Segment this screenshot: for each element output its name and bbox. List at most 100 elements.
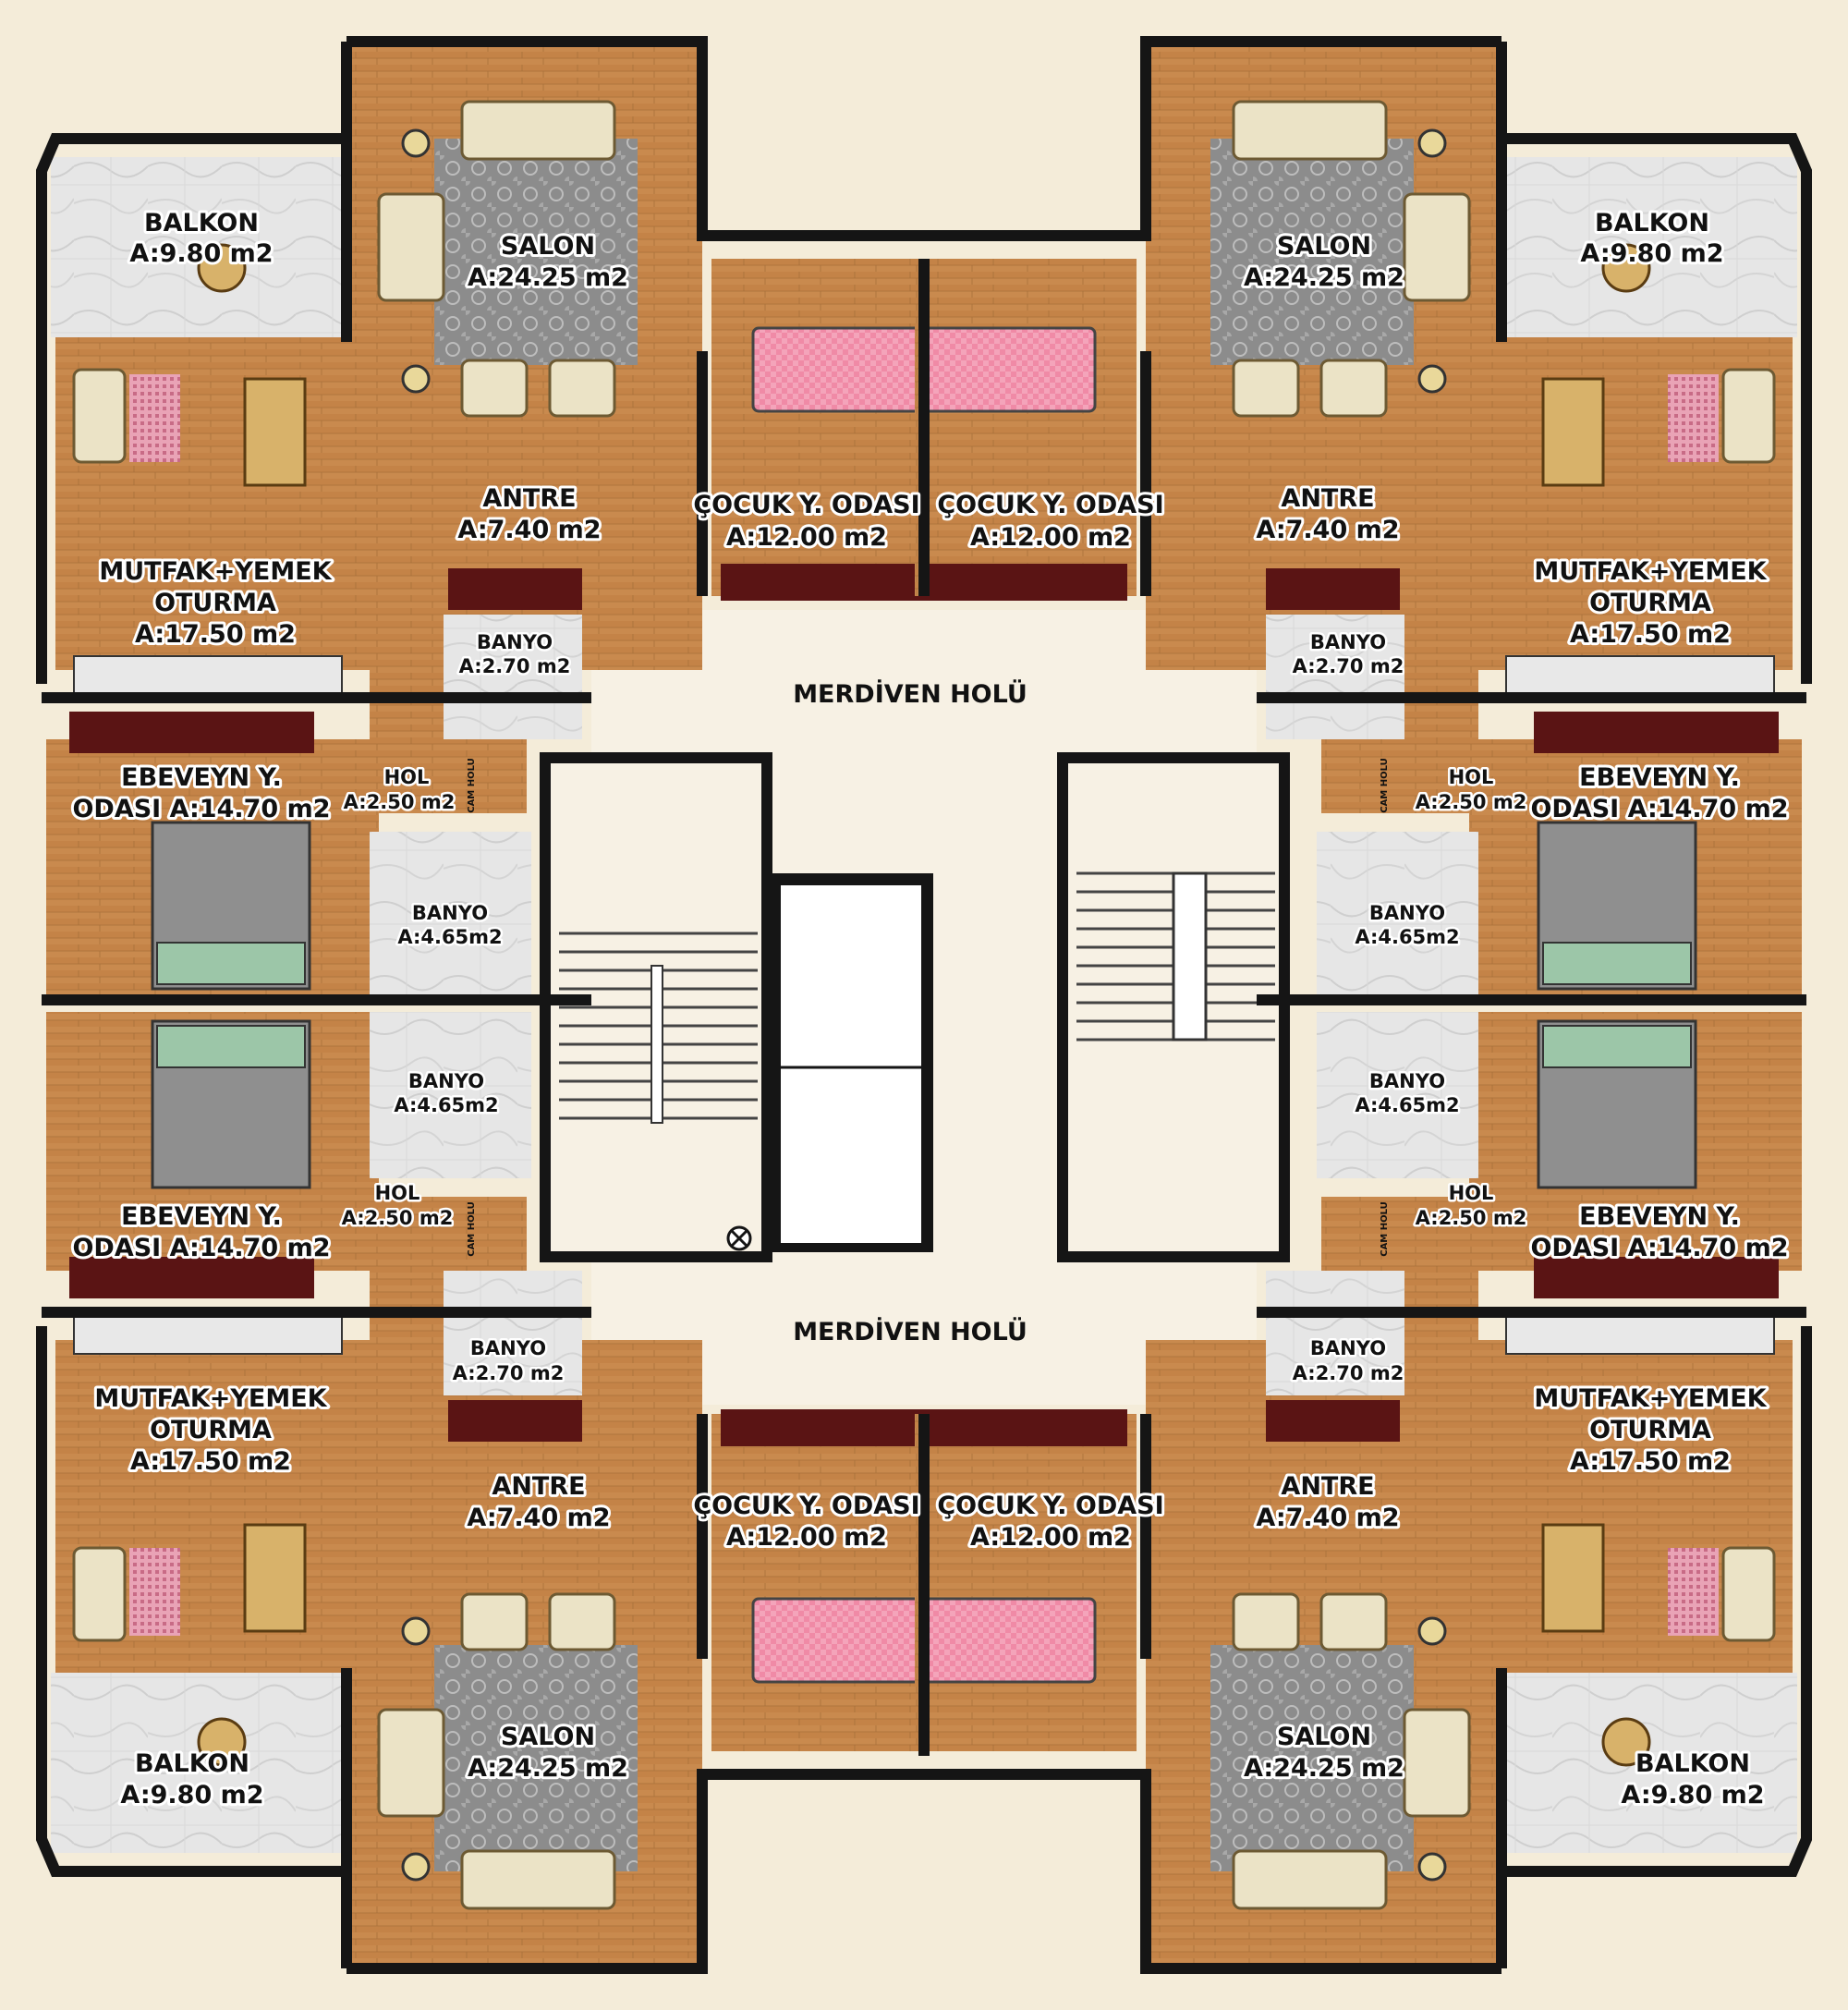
se-hol-name: HOL bbox=[1449, 1182, 1494, 1204]
ne-mutfak-name2: OTURMA bbox=[1589, 589, 1711, 617]
kitchen-counter bbox=[73, 655, 343, 694]
cam-holu-nw: CAM HOLU bbox=[467, 758, 477, 813]
balcony-table bbox=[197, 243, 247, 293]
child-cabinet bbox=[721, 564, 924, 601]
se-ebeveyn-name2: ODASI A:14.70 m2 bbox=[1530, 1234, 1788, 1262]
nw-banyo-small-name: BANYO bbox=[477, 631, 553, 653]
apartment-north-west bbox=[46, 46, 933, 998]
walls bbox=[36, 36, 1812, 1974]
rug-small bbox=[129, 374, 180, 462]
se-cocuk-name: ÇOCUK Y. ODASI bbox=[937, 1492, 1163, 1520]
cam-holu-ne: CAM HOLU bbox=[1380, 758, 1390, 813]
lamp bbox=[401, 128, 431, 158]
sw-banyo-small-name: BANYO bbox=[470, 1337, 546, 1359]
sw-antre-name: ANTRE bbox=[492, 1472, 585, 1501]
ne-hol-name: HOL bbox=[1449, 766, 1494, 788]
rug bbox=[434, 139, 638, 365]
ne-hol-area: A:2.50 m2 bbox=[1416, 791, 1527, 813]
sw-salon-area: A:24.25 m2 bbox=[468, 1754, 628, 1783]
bed-headboard bbox=[156, 942, 306, 985]
sw-salon-name: SALON bbox=[501, 1723, 595, 1751]
se-antre-name: ANTRE bbox=[1281, 1472, 1374, 1501]
hall-label-bottom: MERDİVEN HOLÜ bbox=[793, 1316, 1027, 1346]
nw-antre-name: ANTRE bbox=[482, 484, 576, 513]
nw-banyo-large-area: A:4.65m2 bbox=[397, 926, 502, 948]
bathroom-tile bbox=[444, 615, 582, 739]
sw-antre-area: A:7.40 m2 bbox=[467, 1504, 610, 1532]
se-ebeveyn-name1: EBEVEYN Y. bbox=[1579, 1202, 1740, 1231]
nw-antre-area: A:7.40 m2 bbox=[457, 516, 601, 544]
se-banyo-small-name: BANYO bbox=[1310, 1337, 1386, 1359]
nw-hol-name: HOL bbox=[384, 766, 430, 788]
cam-holu-se: CAM HOLU bbox=[1380, 1201, 1390, 1257]
sw-mutfak-area: A:17.50 m2 bbox=[130, 1447, 291, 1476]
hall-label-top: MERDİVEN HOLÜ bbox=[793, 678, 1027, 709]
ne-balkon-area: A:9.80 m2 bbox=[1580, 239, 1723, 268]
nw-salon-name: SALON bbox=[501, 232, 595, 261]
se-mutfak-name2: OTURMA bbox=[1589, 1416, 1711, 1444]
sw-mutfak-name1: MUTFAK+YEMEK bbox=[94, 1384, 327, 1413]
nw-mutfak-name1: MUTFAK+YEMEK bbox=[99, 557, 332, 586]
sw-hol-area: A:2.50 m2 bbox=[342, 1207, 454, 1229]
ne-banyo-large-area: A:4.65m2 bbox=[1355, 926, 1459, 948]
armchair bbox=[377, 192, 445, 302]
nw-mutfak-name2: OTURMA bbox=[154, 589, 276, 617]
ne-salon-area: A:24.25 m2 bbox=[1244, 263, 1404, 292]
nw-balkon-name: BALKON bbox=[144, 209, 259, 238]
se-banyo-large-name: BANYO bbox=[1369, 1070, 1445, 1092]
sw-balkon-name: BALKON bbox=[135, 1749, 249, 1778]
nw-mutfak-area: A:17.50 m2 bbox=[135, 620, 296, 649]
lamp bbox=[401, 364, 431, 394]
ne-mutfak-area: A:17.50 m2 bbox=[1570, 620, 1731, 649]
sw-cocuk-name: ÇOCUK Y. ODASI bbox=[693, 1492, 919, 1520]
ne-banyo-large-name: BANYO bbox=[1369, 902, 1445, 924]
ne-banyo-small-name: BANYO bbox=[1310, 631, 1386, 653]
sw-hol-name: HOL bbox=[375, 1182, 420, 1204]
sw-mutfak-name2: OTURMA bbox=[150, 1416, 272, 1444]
ne-cocuk-area: A:12.00 m2 bbox=[970, 523, 1131, 552]
se-mutfak-area: A:17.50 m2 bbox=[1570, 1447, 1731, 1476]
child-bed bbox=[751, 326, 926, 413]
nw-ebeveyn-name2: ODASI A:14.70 m2 bbox=[72, 795, 330, 823]
nw-salon-area: A:24.25 m2 bbox=[468, 263, 628, 292]
nw-balkon-area: A:9.80 m2 bbox=[129, 239, 273, 268]
sofa bbox=[460, 100, 616, 161]
se-salon-name: SALON bbox=[1277, 1723, 1371, 1751]
ne-ebeveyn-name1: EBEVEYN Y. bbox=[1579, 763, 1740, 792]
sw-banyo-large-area: A:4.65m2 bbox=[394, 1094, 498, 1116]
sw-ebeveyn-name1: EBEVEYN Y. bbox=[121, 1202, 282, 1231]
se-balkon-area: A:9.80 m2 bbox=[1621, 1781, 1764, 1809]
nw-banyo-large-name: BANYO bbox=[412, 902, 488, 924]
sw-balkon-area: A:9.80 m2 bbox=[120, 1781, 263, 1809]
nw-banyo-small-area: A:2.70 m2 bbox=[459, 655, 571, 677]
nw-cocuk-name: ÇOCUK Y. ODASI bbox=[693, 491, 919, 519]
ne-banyo-small-area: A:2.70 m2 bbox=[1293, 655, 1404, 677]
ne-balkon-name: BALKON bbox=[1595, 209, 1709, 238]
armchair bbox=[460, 359, 529, 418]
ne-ebeveyn-name2: ODASI A:14.70 m2 bbox=[1530, 795, 1788, 823]
ne-antre-area: A:7.40 m2 bbox=[1256, 516, 1399, 544]
ne-antre-name: ANTRE bbox=[1281, 484, 1374, 513]
se-hol-area: A:2.50 m2 bbox=[1416, 1207, 1527, 1229]
sw-ebeveyn-name2: ODASI A:14.70 m2 bbox=[72, 1234, 330, 1262]
se-banyo-large-area: A:4.65m2 bbox=[1355, 1094, 1459, 1116]
nw-ebeveyn-name1: EBEVEYN Y. bbox=[121, 763, 282, 792]
kitchen-sofa bbox=[72, 368, 127, 464]
wardrobe bbox=[69, 712, 314, 753]
dining-table bbox=[243, 377, 307, 487]
balcony-floor bbox=[51, 157, 346, 337]
ne-cocuk-name: ÇOCUK Y. ODASI bbox=[937, 491, 1163, 519]
sw-banyo-large-name: BANYO bbox=[408, 1070, 484, 1092]
sw-banyo-small-area: A:2.70 m2 bbox=[453, 1362, 565, 1384]
bathroom-tile bbox=[370, 832, 531, 998]
se-cocuk-area: A:12.00 m2 bbox=[970, 1523, 1131, 1552]
se-balkon-name: BALKON bbox=[1635, 1749, 1750, 1778]
ne-mutfak-name1: MUTFAK+YEMEK bbox=[1534, 557, 1767, 586]
ne-salon-name: SALON bbox=[1277, 232, 1371, 261]
se-mutfak-name1: MUTFAK+YEMEK bbox=[1534, 1384, 1767, 1413]
wardrobe bbox=[448, 568, 582, 610]
nw-cocuk-area: A:12.00 m2 bbox=[726, 523, 887, 552]
se-banyo-small-area: A:2.70 m2 bbox=[1293, 1362, 1404, 1384]
nw-hol-area: A:2.50 m2 bbox=[344, 791, 456, 813]
